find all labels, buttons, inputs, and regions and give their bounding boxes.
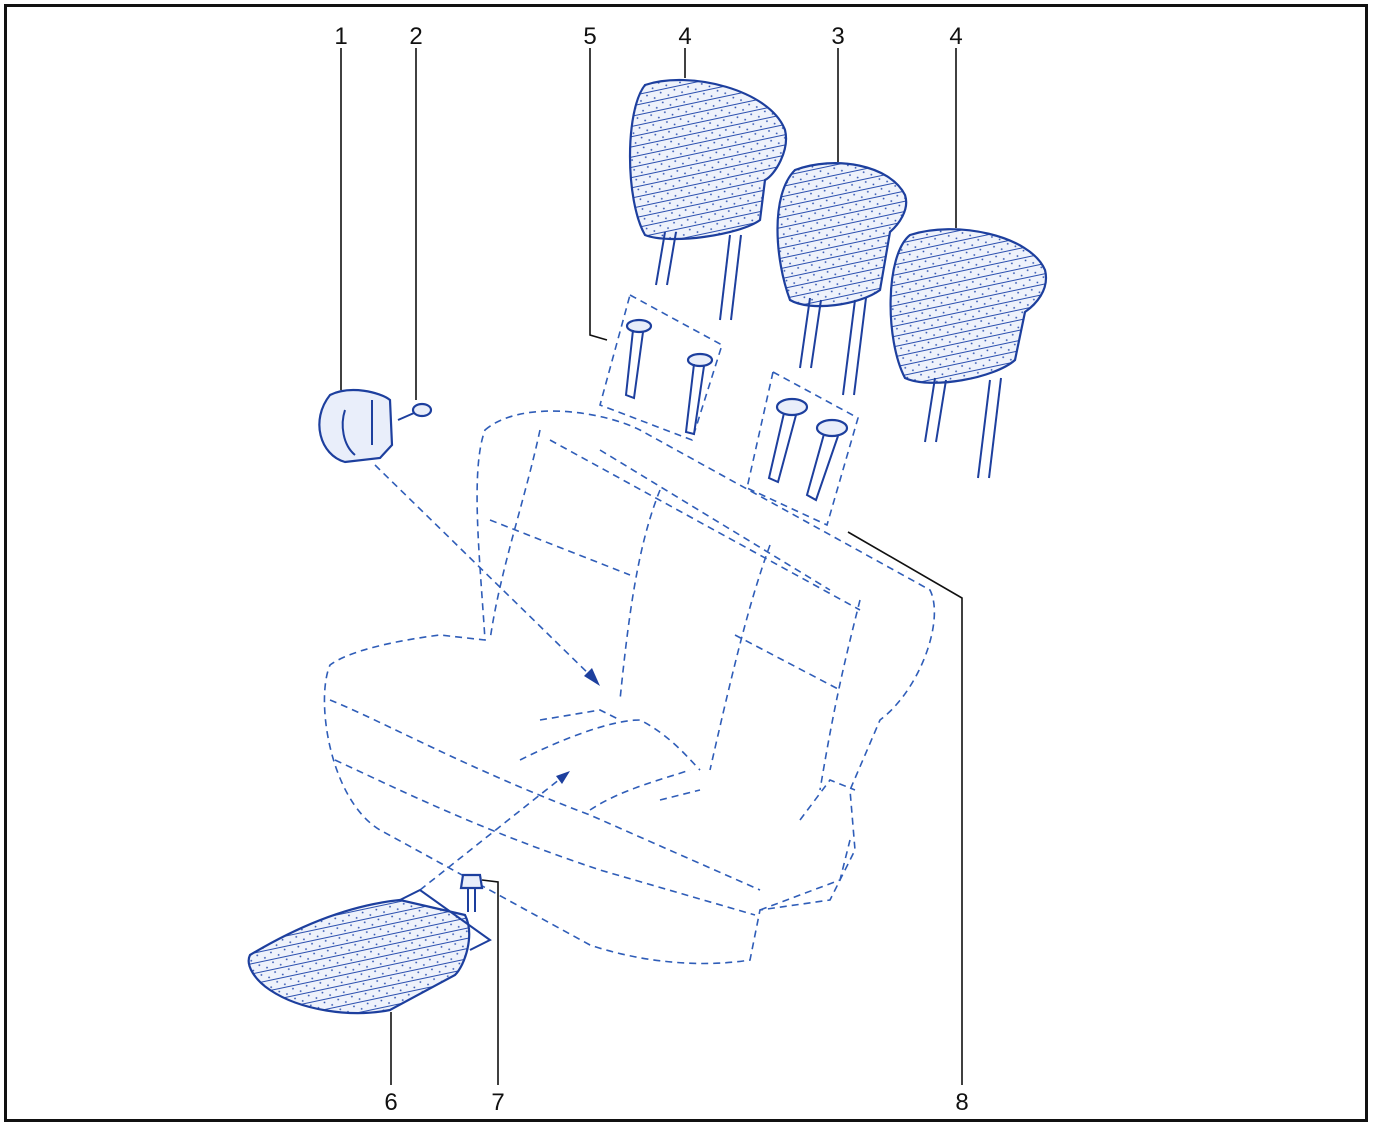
headrest-right — [889, 228, 1048, 479]
callout-5: 5 — [583, 23, 596, 50]
callout-1: 1 — [334, 23, 347, 50]
callout-2: 2 — [409, 23, 422, 50]
headrest-center — [776, 162, 908, 396]
callout-3: 3 — [831, 23, 844, 50]
rear-seat-outline — [323, 293, 936, 965]
bolt-7 — [459, 873, 484, 912]
headrest-left — [628, 78, 788, 321]
callout-4-left: 4 — [678, 23, 691, 50]
headrest-guides-right — [767, 397, 849, 502]
belt-cover — [318, 388, 394, 464]
callout-8: 8 — [955, 1089, 968, 1116]
hinge-cover — [247, 888, 492, 1015]
leader-lines — [340, 48, 963, 1085]
callout-4-right: 4 — [949, 23, 962, 50]
callout-7: 7 — [491, 1089, 504, 1116]
callout-labels: 1 2 5 4 3 4 6 7 8 — [334, 23, 968, 1116]
screw-2 — [397, 402, 433, 421]
headrest-guides-left — [624, 318, 714, 436]
diagram-frame — [4, 4, 1368, 1122]
callout-6: 6 — [384, 1089, 397, 1116]
